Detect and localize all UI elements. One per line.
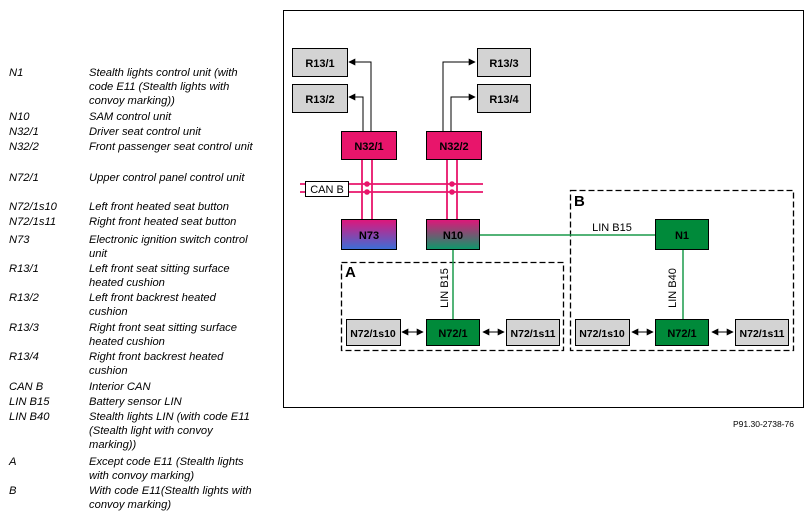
heater-connections bbox=[348, 58, 476, 131]
a-n72-1s11-box bbox=[506, 319, 560, 346]
legend-desc: With code E11(Stealth lights with convoy… bbox=[89, 485, 252, 511]
legend-desc: Right front seat sitting surface heated … bbox=[89, 322, 237, 348]
legend-code: R13/2 bbox=[9, 292, 39, 304]
a-n72-1s11-label: N72/1s11 bbox=[511, 328, 556, 340]
legend-desc: Left front seat sitting surface heated c… bbox=[89, 263, 230, 289]
a-n72-1s10-box bbox=[346, 319, 401, 346]
group-b-label: B bbox=[574, 193, 585, 210]
b-n72-1-label: N72/1 bbox=[667, 328, 696, 340]
legend-code: CAN B bbox=[9, 381, 44, 393]
legend-code: N72/1s11 bbox=[9, 216, 57, 228]
r13-1-box bbox=[292, 48, 348, 77]
n10-box bbox=[426, 219, 480, 250]
legend-desc: Battery sensor LIN bbox=[89, 396, 182, 408]
legend-code: N72/1s10 bbox=[9, 201, 57, 213]
a-n72-1-label: N72/1 bbox=[438, 328, 467, 340]
n32-1-label: N32/1 bbox=[354, 141, 383, 153]
lin-b40-label: LIN B40 bbox=[667, 268, 679, 308]
legend-code: A bbox=[9, 456, 17, 468]
legend-desc: Left front backrest heated cushion bbox=[89, 292, 216, 318]
group-a-label: A bbox=[345, 264, 356, 281]
b-n72-1s10-label: N72/1s10 bbox=[579, 328, 625, 340]
r13-3-box bbox=[477, 48, 531, 77]
legend-code: LIN B15 bbox=[9, 396, 50, 408]
r13-2-box bbox=[292, 84, 348, 113]
legend-desc: Stealth lights control unit (with code E… bbox=[89, 67, 238, 107]
r13-4-label: R13/4 bbox=[489, 94, 519, 106]
can-b-label-box bbox=[305, 181, 349, 197]
n32-2-box bbox=[426, 131, 482, 160]
legend-code: N32/1 bbox=[9, 126, 39, 138]
b-n72-1s10-box bbox=[575, 319, 630, 346]
legend-code: R13/4 bbox=[9, 351, 39, 363]
legend-desc: Stealth lights LIN (with code E11 (Steal… bbox=[89, 411, 250, 451]
legend-desc: Except code E11 (Stealth lights with con… bbox=[89, 456, 244, 482]
legend-desc: Driver seat control unit bbox=[89, 126, 201, 138]
n32-1-box bbox=[341, 131, 397, 160]
legend-code: R13/3 bbox=[9, 322, 39, 334]
legend-code: N10 bbox=[9, 111, 30, 123]
b-n72-1s11-label: N72/1s11 bbox=[740, 328, 785, 340]
n1-label: N1 bbox=[675, 230, 689, 242]
lin-b15-vertical-label: LIN B15 bbox=[439, 268, 451, 308]
r13-4-box bbox=[477, 84, 531, 113]
b-n72-1-box bbox=[655, 319, 709, 346]
legend-desc: SAM control unit bbox=[89, 111, 172, 123]
legend-code: R13/1 bbox=[9, 263, 39, 275]
legend: N1 Stealth lights control unit (with code… bbox=[0, 0, 280, 520]
can-b-label: CAN B bbox=[310, 184, 344, 196]
legend-code: B bbox=[9, 485, 17, 497]
n73-label: N73 bbox=[359, 230, 379, 242]
a-n72-1s10-label: N72/1s10 bbox=[350, 328, 396, 340]
n10-label: N10 bbox=[443, 230, 463, 242]
r13-3-label: R13/3 bbox=[489, 58, 518, 70]
lin-lines bbox=[452, 234, 684, 319]
lin-b15-label: LIN B15 bbox=[592, 222, 632, 234]
n32-2-label: N32/2 bbox=[439, 141, 468, 153]
r13-1-label: R13/1 bbox=[305, 58, 334, 70]
group-b-outline bbox=[569, 189, 795, 352]
legend-code: N73 bbox=[9, 234, 30, 246]
legend-code: N1 bbox=[9, 67, 24, 79]
legend-desc: Right front backrest heated cushion bbox=[89, 351, 224, 377]
legend-desc: Electronic ignition switch control unit bbox=[89, 234, 248, 260]
figure-reference: P91.30-2738-76 bbox=[733, 419, 794, 429]
a-n72-1-box bbox=[426, 319, 480, 346]
legend-desc: Upper control panel control unit bbox=[89, 172, 245, 184]
legend-code: LIN B40 bbox=[9, 411, 50, 423]
r13-2-label: R13/2 bbox=[305, 94, 334, 106]
legend-desc: Right front heated seat button bbox=[89, 216, 237, 228]
legend-desc: Interior CAN bbox=[89, 381, 151, 393]
legend-desc: Front passenger seat control unit bbox=[89, 141, 253, 153]
b-n72-1s11-box bbox=[735, 319, 789, 346]
legend-code: N72/1 bbox=[9, 172, 39, 184]
legend-code: N32/2 bbox=[9, 141, 39, 153]
n73-box bbox=[341, 219, 397, 250]
legend-desc: Left front heated seat button bbox=[89, 201, 229, 213]
n1-box bbox=[655, 219, 709, 250]
